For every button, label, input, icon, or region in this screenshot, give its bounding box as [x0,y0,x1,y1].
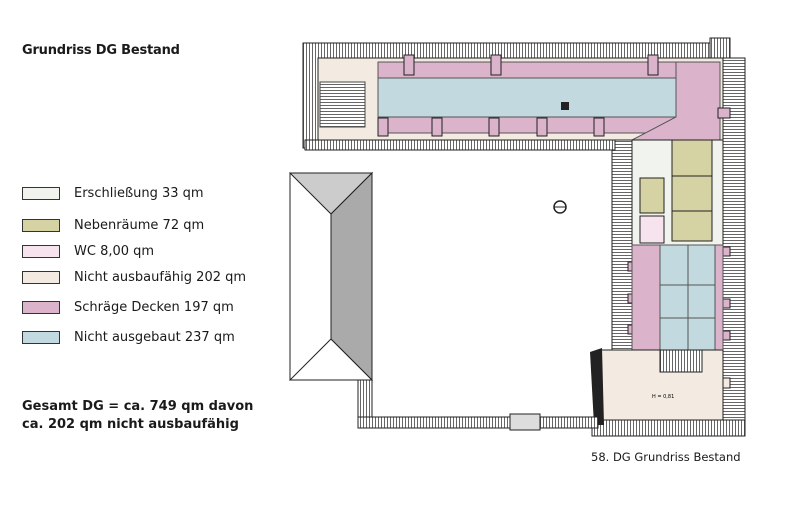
page-title: Grundriss DG Bestand [22,43,180,58]
staircase [319,81,366,128]
area-schraege-decken-top-2 [377,116,677,134]
chimney-icon [561,102,569,110]
legend-item-nicht-ausbaufaehig: Nicht ausbaufähig 202 qm [22,270,246,285]
room-nebenraum-3 [671,210,713,242]
legend-label: Nicht ausgebaut 237 qm [74,330,235,345]
room-nebenraum-1 [671,139,713,177]
neighbor-building-roof [288,171,374,382]
legend-swatch [22,245,60,258]
staircase-bottom [659,349,703,373]
courtyard-wall [304,139,616,431]
figure-caption: 58. DG Grundriss Bestand [591,450,741,464]
legend-swatch [22,271,60,284]
area-schraege-decken-right [631,244,661,351]
legend-item-nebenraeume: Nebenräume 72 qm [22,218,204,233]
legend-item-schraege-decken: Schräge Decken 197 qm [22,300,234,315]
legend-swatch [22,301,60,314]
legend-label: Erschließung 33 qm [74,186,204,201]
room-nebenraum-2 [671,175,713,212]
total-line-2: ca. 202 qm nicht ausbaufähig [22,417,239,432]
legend-item-wc: WC 8,00 qm [22,244,154,259]
legend-swatch [22,187,60,200]
legend-swatch [22,331,60,344]
room-nebenraum-4 [639,177,665,214]
legend-item-erschliessung: Erschließung 33 qm [22,186,204,201]
legend-label: Schräge Decken 197 qm [74,300,234,315]
total-area: Gesamt DG = ca. 749 qm davon ca. 202 qm … [22,398,253,434]
legend-label: WC 8,00 qm [74,244,155,259]
legend-swatch [22,219,60,232]
room-wc [639,215,665,244]
height-label: H = 0,81 [652,394,674,400]
legend-label: Nicht ausbaufähig 202 qm [74,270,247,285]
area-schraege-decken-top [377,61,677,79]
legend-item-nicht-ausgebaut: Nicht ausgebaut 237 qm [22,330,235,345]
wall [590,348,604,425]
total-line-1: Gesamt DG = ca. 749 qm davon [22,399,254,414]
area-nicht-ausgebaut-top [377,77,677,118]
legend-label: Nebenräume 72 qm [74,218,205,233]
